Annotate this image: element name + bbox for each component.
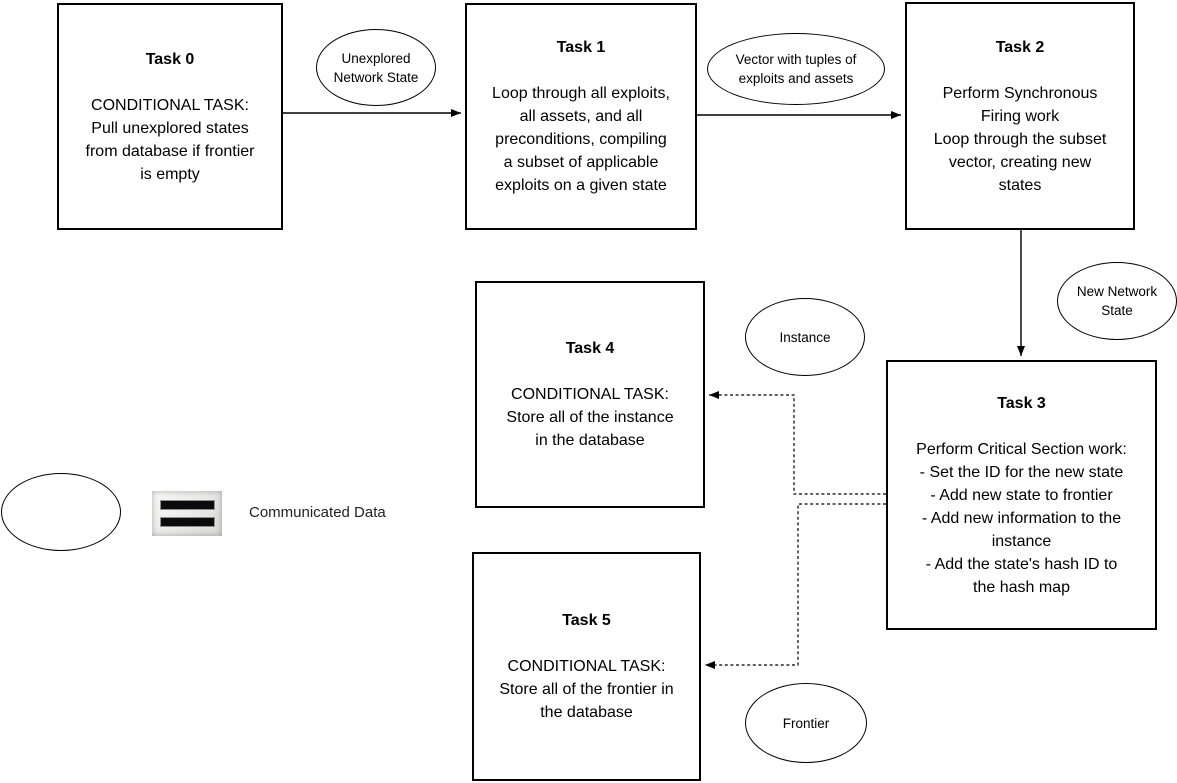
task-box-4: Task 4 CONDITIONAL TASK: Store all of th…: [475, 281, 705, 508]
task-3-title: Task 3: [997, 394, 1046, 412]
equals-bar-bottom: [159, 517, 215, 527]
legend-label: Communicated Data: [249, 504, 386, 521]
task-box-1: Task 1 Loop through all exploits, all as…: [465, 3, 697, 230]
task-2-title: Task 2: [995, 38, 1045, 56]
data-bubble-instance: Instance: [745, 298, 865, 376]
task-5-title: Task 5: [562, 612, 611, 629]
legend-ellipse-symbol: [1, 473, 121, 551]
task-2-body: Perform Synchronous Firing work Loop thr…: [933, 84, 1107, 194]
data-bubble-frontier: Frontier: [745, 683, 867, 763]
task-0-body: CONDITIONAL TASK: Pull unexplored states…: [85, 96, 255, 183]
data-bubble-vector-with-tuples: Vector with tuples of exploits and asset…: [707, 33, 885, 105]
dashed-arrow-task3-to-task4: [709, 391, 886, 495]
task-box-2: Task 2 Perform Synchronous Firing work L…: [905, 2, 1135, 230]
task-1-title: Task 1: [556, 39, 606, 56]
task-4-body: CONDITIONAL TASK: Store all of the insta…: [506, 386, 674, 449]
task-1-body: Loop through all exploits, all assets, a…: [492, 85, 670, 194]
data-bubble-new-network-state: New Network State: [1057, 262, 1177, 340]
task-box-5: Task 5 CONDITIONAL TASK: Store all of th…: [472, 552, 701, 781]
task-5-body: CONDITIONAL TASK: Store all of the front…: [499, 658, 674, 721]
task-3-body: Perform Critical Section work: - Set the…: [916, 440, 1127, 596]
task-4-title: Task 4: [565, 340, 615, 357]
task-0-title: Task 0: [145, 50, 195, 68]
task-box-3: Task 3 Perform Critical Section work: - …: [886, 360, 1157, 630]
dashed-arrow-task3-to-task5: [705, 503, 886, 669]
data-bubble-unexplored-network-state: Unexplored Network State: [316, 29, 436, 106]
equals-sign-icon: [152, 491, 222, 536]
equals-bar-top: [159, 500, 215, 510]
task-box-0: Task 0 CONDITIONAL TASK: Pull unexplored…: [57, 3, 283, 230]
